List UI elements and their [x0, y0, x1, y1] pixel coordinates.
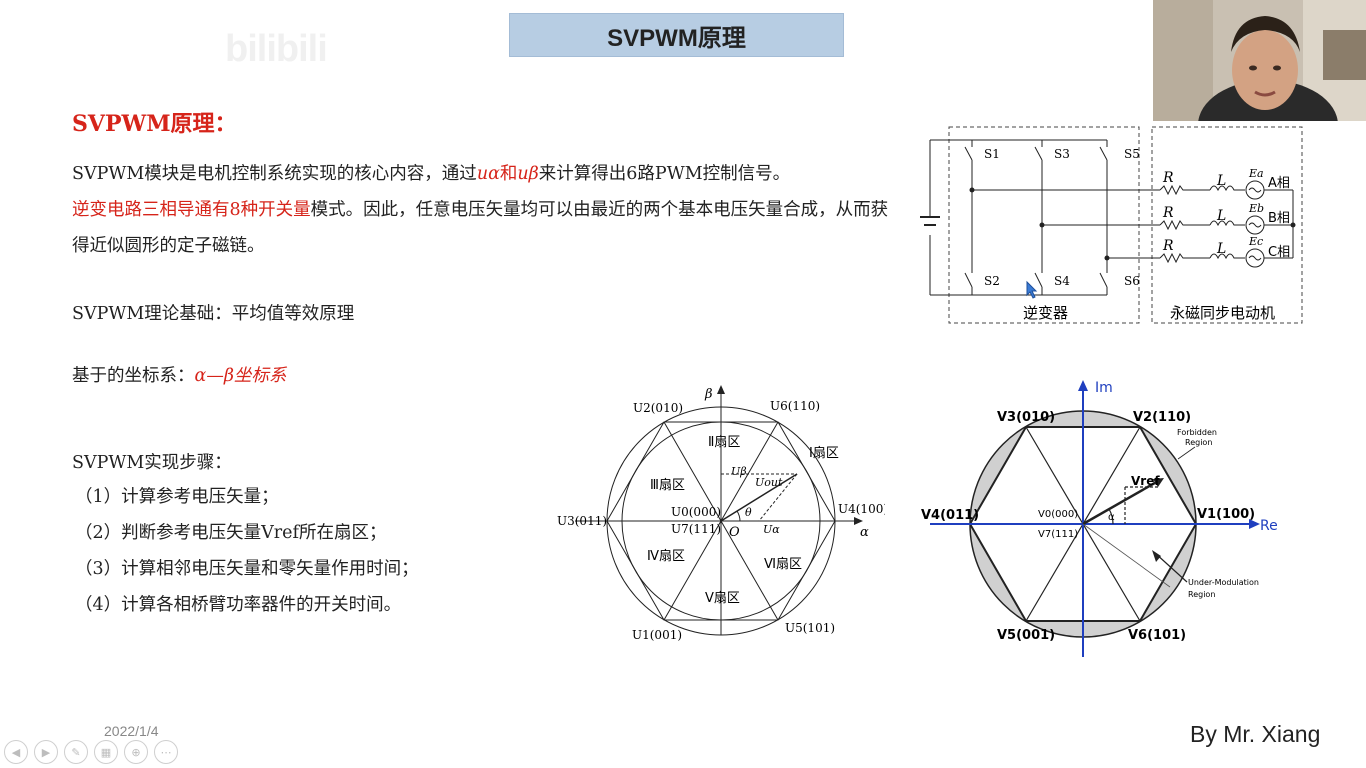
pen-icon[interactable]: ✎	[64, 740, 88, 764]
motor-label: 永磁同步电动机	[1170, 304, 1275, 322]
inverter-circuit-diagram: S1 S3 S5 S2 S4 S6 R R R L L L Ea Eb Ec A…	[920, 126, 1303, 324]
switch-label: S2	[984, 274, 1000, 288]
vector-label: V1(100)	[1197, 507, 1255, 522]
and-word: 和	[499, 164, 518, 184]
step-item: （1）计算参考电压矢量；	[75, 487, 279, 507]
slide-date: 2022/1/4	[104, 723, 159, 739]
u-beta-term: uβ	[517, 164, 539, 184]
zero-vector-label: V0(000)	[1038, 509, 1078, 520]
zero-vector-label: U0(000)	[671, 505, 721, 519]
vector-label: U6(110)	[770, 399, 820, 413]
author-credit: By Mr. Xiang	[1190, 721, 1321, 747]
beta-axis-label: β	[704, 387, 713, 402]
resistor-label: R	[1162, 205, 1174, 221]
u-alpha-label: Uα	[763, 523, 780, 536]
sector-label: Ⅳ扇区	[647, 548, 685, 564]
switch-states-highlight: 逆变电路三相导通有8种开关量	[72, 200, 311, 220]
intro-text-2: 来计算得出6路PWM控制信号。	[538, 164, 791, 184]
coord-label: 基于的坐标系：	[72, 366, 195, 386]
motor-box	[1151, 126, 1303, 324]
vref-label: Vref	[1131, 474, 1160, 488]
phase-label: B相	[1268, 211, 1290, 226]
prev-icon[interactable]: ◀	[4, 740, 28, 764]
vector-label: V3(010)	[997, 410, 1055, 425]
vector-label: U3(011)	[557, 514, 607, 528]
phase-label: A相	[1268, 176, 1290, 191]
under-modulation-label: Region	[1188, 590, 1215, 599]
u-out-label: Uout	[755, 476, 783, 489]
alpha-angle-label: α	[1108, 512, 1115, 523]
u-beta-label: Uβ	[731, 465, 747, 478]
zero-vector-label: U7(111)	[671, 522, 721, 536]
resistor-label: R	[1162, 238, 1174, 254]
more-icon[interactable]: ⋯	[154, 740, 178, 764]
phase-label: C相	[1268, 245, 1290, 260]
sector-hexagon-diagram: β α O U2(010) U6(110) U3(011) U4(100) U1…	[557, 385, 885, 642]
vector-label: V6(101)	[1128, 628, 1186, 643]
zoom-icon[interactable]: ⊕	[124, 740, 148, 764]
under-modulation-label: Under-Modulation	[1188, 578, 1259, 587]
step-item: （2）判断参考电压矢量Vref所在扇区；	[75, 523, 387, 543]
next-icon[interactable]: ▶	[34, 740, 58, 764]
switch-label: S6	[1124, 274, 1140, 288]
vector-label: V4(011)	[921, 508, 979, 523]
vector-label: U2(010)	[633, 401, 683, 415]
inverter-label: 逆变器	[1023, 304, 1068, 322]
vector-label: V5(001)	[997, 628, 1055, 643]
step-item: （3）计算相邻电压矢量和零矢量作用时间；	[75, 559, 419, 579]
sector-label: Ⅱ扇区	[708, 434, 740, 450]
resistor-label: R	[1162, 170, 1174, 186]
presentation-toolbar: ◀ ▶ ✎ ▦ ⊕ ⋯	[4, 740, 178, 764]
forbidden-region-label: Forbidden	[1177, 428, 1217, 437]
zero-vector-label: V7(111)	[1038, 529, 1078, 540]
switch-label: S4	[1054, 274, 1070, 288]
inductor-label: L	[1216, 173, 1226, 189]
intro-paragraph: SVPWM模块是电机控制系统实现的核心内容，通过uα和uβ来计算得出6路PWM控…	[72, 156, 892, 264]
coordinate-system-line: 基于的坐标系：α—β坐标系	[72, 362, 286, 387]
emf-label: Eb	[1248, 202, 1264, 215]
coord-value: α—β坐标系	[194, 366, 287, 386]
u-alpha-term: uα	[476, 164, 500, 184]
theta-label: θ	[745, 506, 752, 519]
slides-icon[interactable]: ▦	[94, 740, 118, 764]
bilibili-watermark: bilibili	[225, 28, 328, 70]
forbidden-region-label: Region	[1185, 438, 1212, 447]
re-axis-label: Re	[1260, 518, 1278, 534]
sector-label: Ⅴ扇区	[705, 590, 740, 606]
inductor-label: L	[1216, 241, 1226, 257]
switch-label: S1	[984, 147, 1000, 161]
emf-label: Ec	[1248, 235, 1263, 248]
sector-label: Ⅰ扇区	[809, 445, 839, 461]
sector-label: Ⅲ扇区	[650, 477, 685, 493]
switch-label: S5	[1124, 147, 1140, 161]
im-axis-label: Im	[1095, 380, 1113, 396]
intro-text-1: SVPWM模块是电机控制系统实现的核心内容，通过	[72, 164, 477, 184]
alpha-axis-label: α	[860, 525, 869, 540]
space-vector-complex-plane: Im Re V3(010) V2(110) V4(011) V1(100) V5…	[921, 380, 1278, 657]
intro-text-3: 模式。因此，任意电压矢量均可以由最近的两个基本电压矢量合成，从而获得近似圆形的定…	[72, 200, 889, 256]
section-heading: SVPWM原理：	[72, 111, 237, 137]
origin-label: O	[729, 525, 740, 540]
steps-heading: SVPWM实现步骤：	[72, 453, 232, 473]
slide-title: SVPWM原理	[509, 13, 844, 57]
inductor-label: L	[1216, 208, 1226, 224]
vector-label: U1(001)	[632, 628, 682, 642]
theory-basis-line: SVPWM理论基础：平均值等效原理	[72, 304, 355, 324]
vector-label: U5(101)	[785, 621, 835, 635]
webcam-video	[1153, 0, 1366, 121]
sector-label: Ⅵ扇区	[764, 556, 802, 572]
switch-label: S3	[1054, 147, 1070, 161]
vector-label: U4(100)	[838, 502, 885, 516]
step-item: （4）计算各相桥臂功率器件的开关时间。	[75, 595, 402, 615]
emf-label: Ea	[1248, 167, 1264, 180]
vector-label: V2(110)	[1133, 410, 1191, 425]
mouse-cursor	[1026, 280, 1038, 299]
